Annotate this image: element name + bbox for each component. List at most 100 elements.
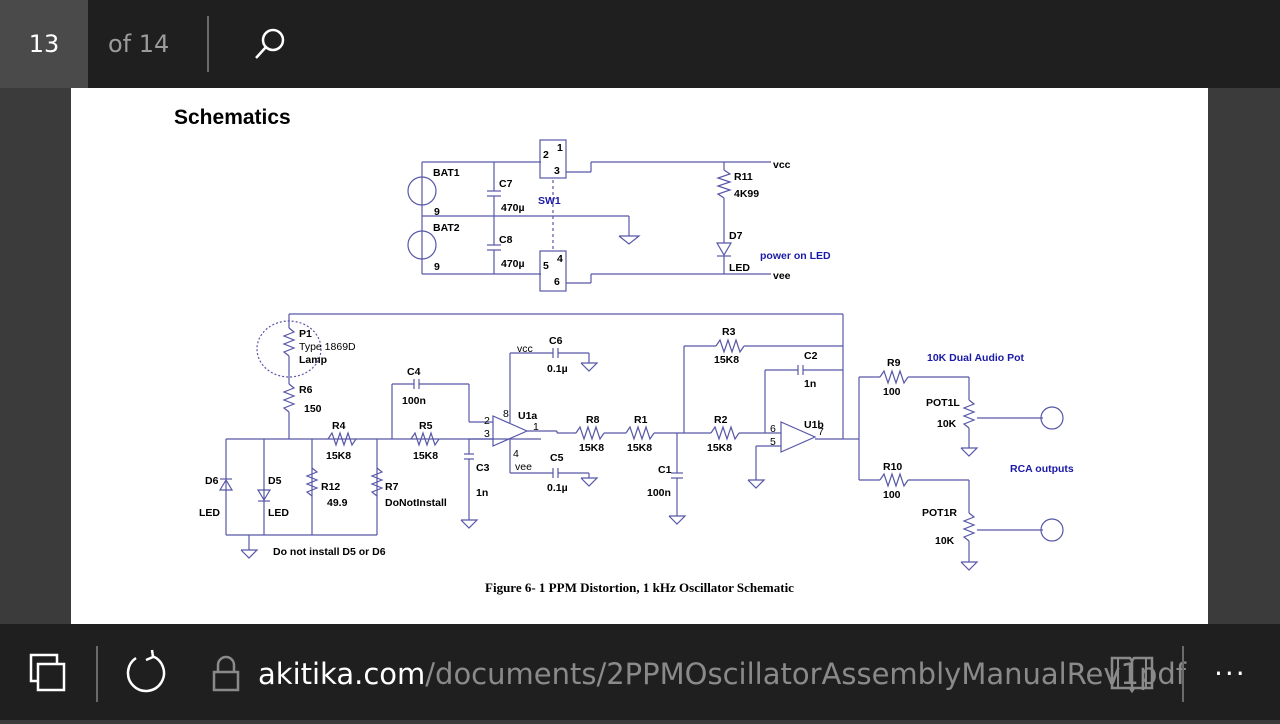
more-button[interactable]: ··· [1214, 657, 1247, 690]
label-sw1: SW1 [538, 195, 561, 207]
label-power-led: power on LED [760, 250, 831, 262]
search-icon[interactable] [248, 24, 290, 66]
label-c7-v: 470µ [501, 202, 525, 214]
label-r3-v: 15K8 [714, 354, 739, 366]
label-sw-pin6: 6 [554, 276, 560, 288]
label-note: Do not install D5 or D6 [273, 546, 386, 558]
url-domain: akitika.com [258, 657, 426, 691]
label-c3: C3 [476, 462, 490, 474]
label-sw-pin3: 3 [554, 165, 560, 177]
label-pot1r: POT1R [922, 507, 957, 519]
label-d6: D6 [205, 475, 219, 487]
label-u1b: U1b [804, 419, 824, 431]
label-pot1l: POT1L [926, 397, 960, 409]
label-r11-v: 4K99 [734, 188, 759, 200]
label-r1: R1 [634, 414, 648, 426]
refresh-button[interactable] [122, 648, 170, 700]
label-u1a-pin8: 8 [503, 408, 509, 420]
label-bat2-v: 9 [434, 261, 440, 273]
label-r10-v: 100 [883, 489, 901, 501]
label-d5: D5 [268, 475, 282, 487]
figure-caption: Figure 6- 1 PPM Distortion, 1 kHz Oscill… [485, 580, 794, 595]
label-sw-pin2: 2 [543, 149, 549, 161]
label-c8: C8 [499, 234, 513, 246]
label-c2: C2 [804, 350, 818, 362]
url-path: /documents/2PPMOscillatorAssemblyManualR… [425, 657, 1187, 691]
schematic-diagram: BAT1 9 BAT2 9 C7 470µ C8 470µ SW1 1 2 3 … [199, 139, 1074, 571]
label-r2-v: 15K8 [707, 442, 732, 454]
label-vee2: vee [515, 461, 532, 473]
label-c4-v: 100n [402, 395, 426, 407]
label-c3-v: 1n [476, 487, 488, 499]
document-page: Schematics [71, 88, 1208, 624]
search-button[interactable] [248, 24, 290, 66]
top-toolbar: 13 of 14 [0, 0, 1280, 88]
lock-icon [212, 655, 240, 692]
label-d5-v: LED [268, 507, 289, 519]
label-d7: D7 [729, 230, 743, 242]
label-u1b-pin6: 6 [770, 423, 776, 435]
label-rca: RCA outputs [1010, 463, 1074, 475]
toolbar-divider [207, 16, 209, 72]
label-u1b-pin7: 7 [818, 426, 824, 438]
label-c4: C4 [407, 366, 421, 378]
label-sw-pin4: 4 [557, 253, 563, 265]
current-page[interactable]: 13 [28, 30, 60, 58]
label-u1a-pin2: 2 [484, 415, 490, 427]
lock-indicator [210, 654, 242, 698]
bottom-divider-1 [96, 646, 98, 702]
label-u1a-pin3: 3 [484, 428, 490, 440]
address-bar[interactable]: akitika.com/documents/2PPMOscillatorAsse… [258, 624, 1186, 720]
label-p1: P1 [299, 328, 312, 340]
label-d7-v: LED [729, 262, 750, 274]
label-r11: R11 [734, 171, 753, 183]
bottom-divider-2 [1182, 646, 1184, 702]
label-pot-title: 10K Dual Audio Pot [927, 352, 1025, 364]
label-pot1r-v: 10K [935, 535, 955, 547]
label-c6-v: 0.1µ [547, 363, 568, 375]
label-r12: R12 [321, 481, 340, 493]
label-r5: R5 [419, 420, 433, 432]
label-u1a-pin1: 1 [533, 421, 539, 433]
label-sw-pin1: 1 [557, 142, 563, 154]
label-sw-pin5: 5 [543, 260, 549, 272]
label-c5-v: 0.1µ [547, 482, 568, 494]
tabs-button[interactable] [28, 652, 68, 698]
label-u1a: U1a [518, 410, 537, 422]
label-bat2: BAT2 [433, 222, 460, 234]
page-number-box[interactable]: 13 [0, 0, 88, 88]
label-c7: C7 [499, 178, 513, 190]
label-vcc: vcc [773, 159, 791, 171]
label-r3: R3 [722, 326, 736, 338]
reading-view-button[interactable] [1108, 652, 1156, 698]
label-d6-v: LED [199, 507, 220, 519]
label-p1-type: Type 1869D [299, 341, 356, 353]
label-c8-v: 470µ [501, 258, 525, 270]
book-icon[interactable] [1108, 652, 1156, 694]
label-r10: R10 [883, 461, 902, 473]
label-r8: R8 [586, 414, 600, 426]
page-total: of 14 [108, 30, 170, 58]
label-r8-v: 15K8 [579, 442, 604, 454]
label-bat1-v: 9 [434, 206, 440, 218]
label-r7: R7 [385, 481, 399, 493]
label-r6: R6 [299, 384, 313, 396]
label-r4: R4 [332, 420, 346, 432]
label-r6-v: 150 [304, 403, 322, 415]
label-p1-lamp: Lamp [299, 354, 327, 366]
label-c1-v: 100n [647, 487, 671, 499]
label-r12-v: 49.9 [327, 497, 348, 509]
label-c1: C1 [658, 464, 672, 476]
label-r4-v: 15K8 [326, 450, 351, 462]
bottom-bar: akitika.com/documents/2PPMOscillatorAsse… [0, 624, 1280, 720]
label-r5-v: 15K8 [413, 450, 438, 462]
label-c2-v: 1n [804, 378, 816, 390]
label-c6: C6 [549, 335, 563, 347]
label-u1a-pin4: 4 [513, 448, 519, 460]
tabs-icon[interactable] [28, 652, 68, 694]
label-bat1: BAT1 [433, 167, 460, 179]
refresh-icon[interactable] [122, 648, 170, 696]
label-r9-v: 100 [883, 386, 901, 398]
label-u1b-pin5: 5 [770, 436, 776, 448]
label-vcc2: vcc [517, 343, 533, 355]
